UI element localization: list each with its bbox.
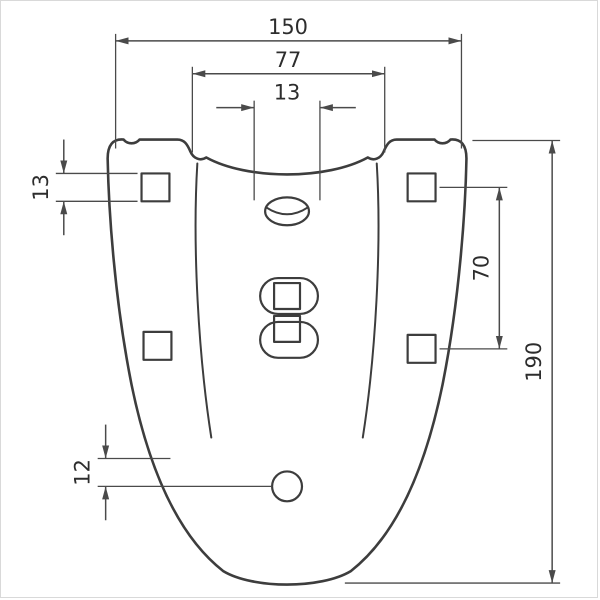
dim-label-bottom-hole-offset: 12 (71, 459, 95, 486)
dimension-right-hole-spacing: 70 (439, 186, 508, 350)
bottom-round-hole (270, 470, 304, 503)
square-hole-top-right (406, 172, 437, 203)
dimension-bottom-hole-offset: 12 (71, 424, 273, 521)
top-center-oval-hole (264, 196, 311, 227)
dimension-top-notch-width: 77 (191, 48, 386, 153)
top-center-oval-chord (265, 206, 309, 216)
dimension-side-square-size: 13 (29, 139, 138, 236)
dim-label-overall-width: 150 (268, 15, 308, 39)
dimension-overall-height: 190 (344, 139, 561, 584)
square-hole-top-left (140, 172, 171, 203)
dim-label-right-hole-spacing: 70 (469, 255, 493, 282)
center-slot-lower (259, 320, 320, 359)
center-square-upper (272, 281, 302, 311)
dim-label-overall-height: 190 (522, 342, 546, 382)
dim-label-top-notch-width: 77 (275, 48, 302, 72)
center-square-lower (272, 314, 302, 343)
dimension-center-hole-width: 13 (216, 81, 356, 201)
center-slot-upper (259, 276, 320, 316)
inner-contour-right (361, 162, 380, 439)
inner-contour-left (194, 162, 213, 439)
part-geometry (106, 138, 468, 586)
dimension-overall-width: 150 (114, 15, 463, 149)
square-hole-mid-left (142, 330, 173, 361)
part-outline (106, 138, 468, 586)
square-hole-mid-right (406, 333, 437, 364)
dim-label-center-hole-width: 13 (274, 81, 301, 105)
dim-label-side-square-size: 13 (29, 174, 53, 201)
